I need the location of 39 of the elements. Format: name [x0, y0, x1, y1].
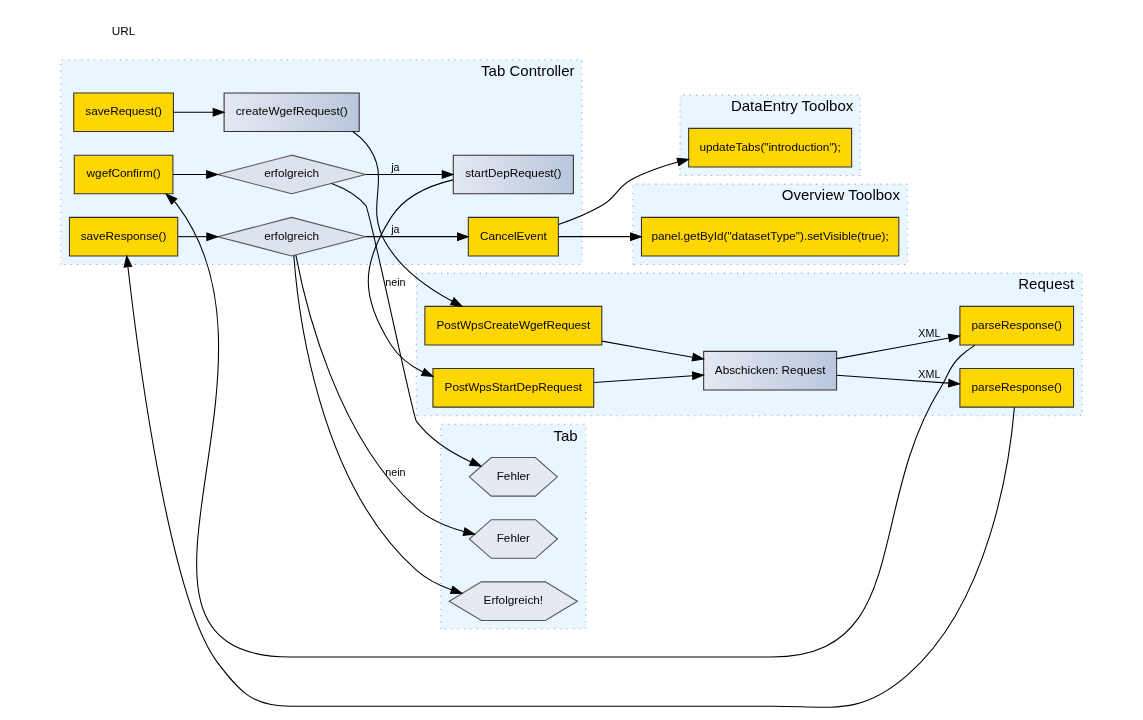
node-box: updateTabs("introduction");	[688, 127, 853, 168]
arrow	[165, 193, 976, 658]
node-box: parseResponse()	[959, 305, 1075, 346]
node-box: panel.getById("datasetType").setVisible(true);	[640, 216, 900, 257]
node-box: PostWpsStartDepRequest	[432, 368, 595, 408]
node-box: Abschicken: Request	[703, 350, 838, 391]
node-box: startDepRequest()	[452, 154, 574, 195]
node-box: saveRequest()	[73, 92, 174, 133]
edge-label: ja	[391, 161, 400, 174]
arrow	[836, 333, 962, 360]
arrow	[177, 232, 220, 242]
arrow	[293, 255, 464, 595]
node-box: parseResponse()	[959, 368, 1075, 408]
arrow	[365, 232, 470, 242]
label: URL	[111, 23, 136, 37]
arrow	[365, 169, 455, 179]
arrow	[601, 340, 705, 362]
arrow	[295, 254, 477, 536]
arrow	[836, 374, 962, 388]
node-box: saveResponse()	[68, 216, 179, 257]
node-box: PostWpsCreateWgefRequest	[424, 305, 603, 346]
arrow	[173, 107, 226, 117]
edge-label: nein	[385, 275, 406, 288]
node-box: wgefConfirm()	[73, 154, 174, 195]
arrow	[593, 371, 705, 383]
node-diamond: erfolgreich	[215, 216, 368, 257]
arrow	[557, 157, 690, 226]
arrow	[331, 182, 483, 467]
edge-label: nein	[385, 465, 406, 478]
arrow	[352, 131, 464, 307]
arrow	[557, 232, 643, 242]
node-box: createWgefRequest()	[223, 92, 360, 133]
edge-label: ja	[391, 223, 400, 236]
edge-label: XML	[918, 368, 941, 381]
arrow	[172, 169, 220, 179]
node-box: CancelEvent	[467, 216, 559, 257]
arrow	[123, 254, 1015, 708]
arrow	[367, 179, 454, 377]
edge-label: XML	[918, 327, 941, 340]
